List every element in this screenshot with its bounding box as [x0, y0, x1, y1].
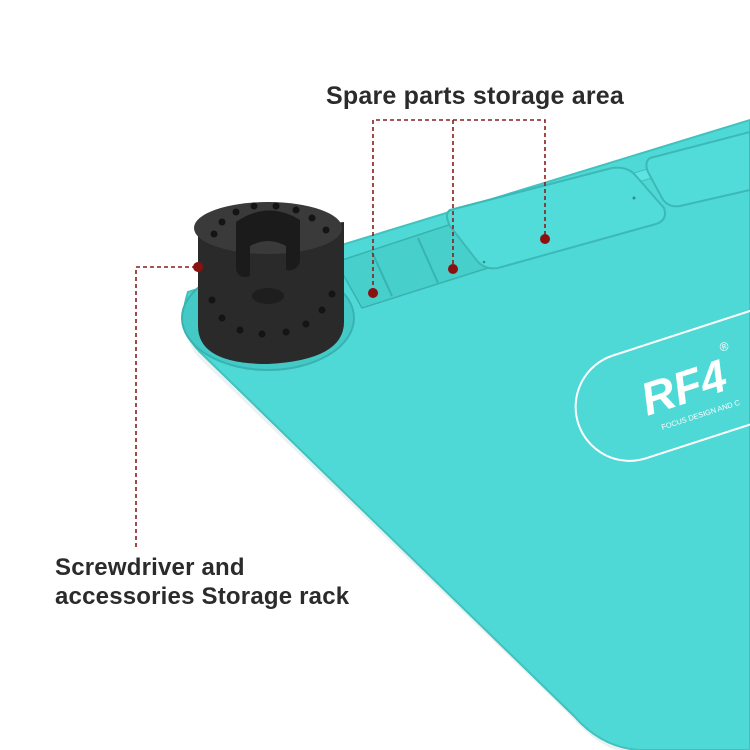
spare-parts-leader [372, 119, 546, 292]
tray-dot [482, 260, 486, 264]
leader-dot [193, 262, 203, 272]
rack-slot [236, 210, 300, 278]
logo-plate [574, 304, 750, 462]
storage-rack-label-line2: accessories Storage rack [55, 583, 350, 610]
rack-leader [135, 266, 196, 548]
brand-registered: ® [718, 339, 731, 355]
storage-rack-label: Screwdriver and accessories Storage rack [55, 553, 349, 611]
rack-center-post [252, 288, 284, 304]
parts-tray-next [645, 130, 750, 208]
spare-parts-label: Spare parts storage area [326, 82, 625, 110]
leader-dot [540, 234, 550, 244]
leader-dot [448, 264, 458, 274]
compartment-divider-2 [417, 237, 439, 284]
tray-dot [632, 196, 636, 200]
leader-dot [368, 288, 378, 298]
storage-rack-label-line1: Screwdriver and [55, 554, 245, 581]
parts-tray [446, 166, 666, 270]
compartment-divider-1 [371, 251, 393, 297]
rack-holes [208, 202, 336, 338]
leader-dots [193, 234, 550, 298]
